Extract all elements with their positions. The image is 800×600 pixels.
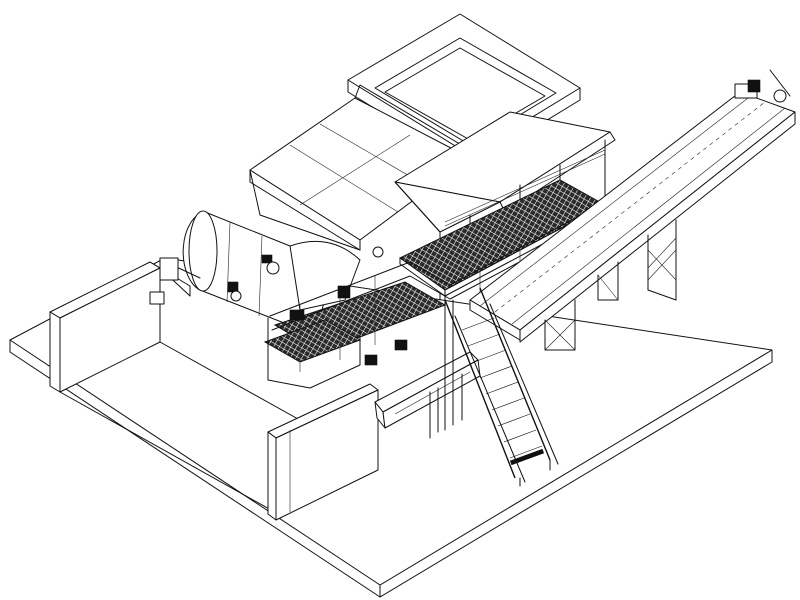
access-stairs [444, 287, 559, 487]
conveyor-drive-head [734, 69, 791, 103]
vibrating-screen-deck [249, 84, 471, 251]
concrete-retaining-walls [49, 261, 379, 521]
motor-drive-units [227, 246, 408, 366]
lower-feeder-conveyor [374, 351, 481, 439]
inclined-belt-conveyor [469, 91, 796, 351]
